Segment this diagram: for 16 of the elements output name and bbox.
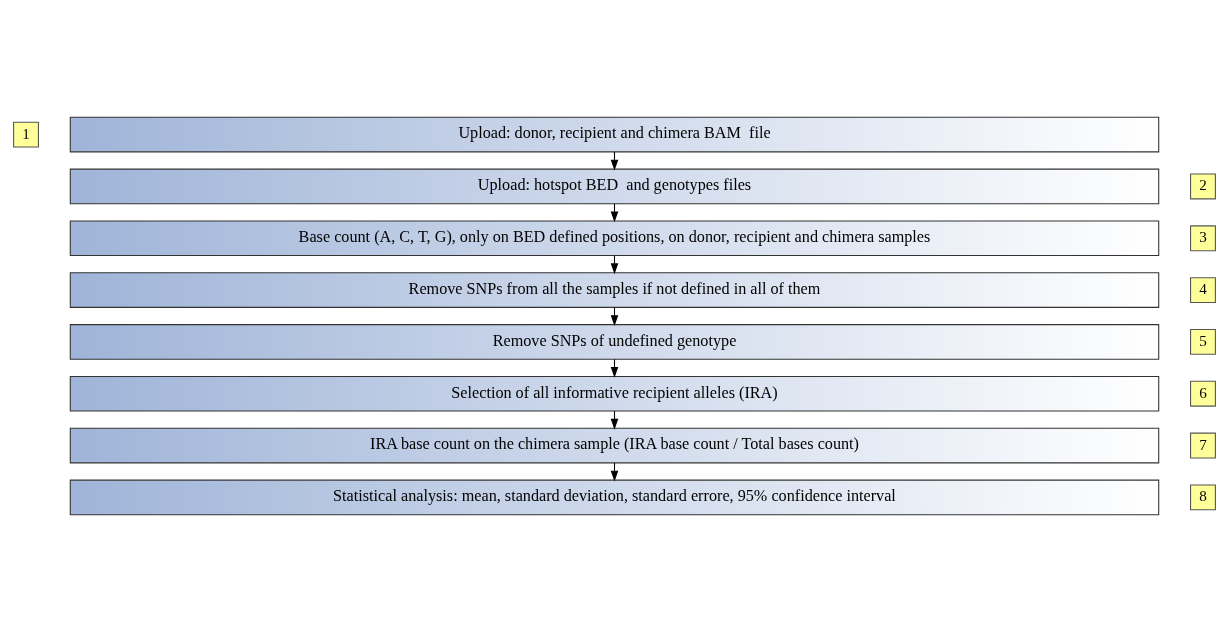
node-box: 3 <box>1190 225 1216 252</box>
node-box: 5 <box>1190 328 1216 355</box>
node-box: 2 <box>1190 173 1216 200</box>
node-box: 7 <box>1190 432 1216 459</box>
node-box: 8 <box>1190 484 1216 511</box>
node-box: Upload: hotspot BED and genotypes files <box>69 168 1160 205</box>
node-box: Remove SNPs of undefined genotype <box>69 324 1160 360</box>
node-box: IRA base count on the chimera sample (IRA base count / Total bases count) <box>69 427 1160 464</box>
node-box: 6 <box>1190 380 1216 407</box>
node-box: Remove SNPs from all the samples if not defined in all of them <box>69 272 1160 308</box>
node-box: Base count (A, C, T, G), only on BED defined positions, on donor, recipient and chimera samples <box>69 220 1160 257</box>
node-box: Upload: donor, recipient and chimera BAM file <box>69 116 1160 153</box>
node-box: Selection of all informative recipient alleles (IRA) <box>69 375 1160 412</box>
node-box: Statistical analysis: mean, standard deviation, standard errore, 95% confidence interval <box>69 479 1160 516</box>
node-box: 4 <box>1190 277 1216 304</box>
node-box: 1 <box>13 121 39 148</box>
